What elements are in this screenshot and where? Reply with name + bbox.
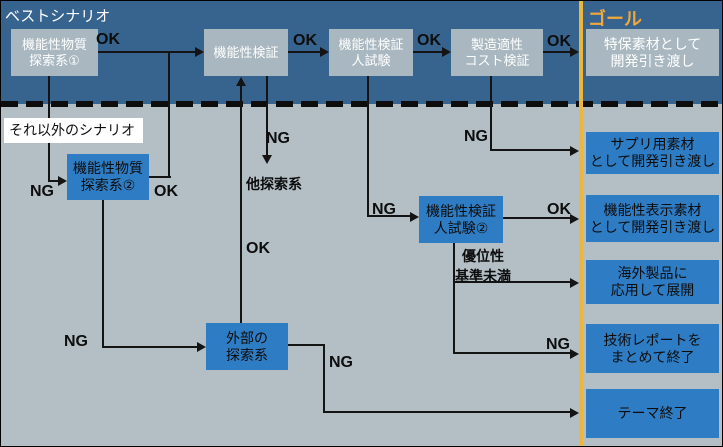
node-goal-report: 技術レポートを まとめて終了 xyxy=(586,324,719,373)
label-ok-trial-cost: OK xyxy=(417,32,441,49)
edge-verify-other xyxy=(266,76,268,157)
arrowhead-external-theme-end xyxy=(570,408,579,418)
node-goal-supplement: サプリ用素材 として開発引き渡し xyxy=(586,132,719,174)
edge-cost-down xyxy=(490,76,492,151)
arrowhead-search1-verify xyxy=(195,47,204,57)
arrowhead-external-verify xyxy=(236,77,246,86)
label-ng-cost-supplement: NG xyxy=(464,128,488,145)
edge-search2-ok-up xyxy=(168,52,170,178)
arrowhead-trial2-labeling xyxy=(570,214,579,224)
goal-title: ゴール xyxy=(588,9,642,29)
edge-verify-trial xyxy=(288,51,322,53)
edge-external-ng-down xyxy=(323,344,325,413)
label-ng-external-theme-end: NG xyxy=(329,354,353,371)
label-other-search: 他探索系 xyxy=(246,176,302,192)
edge-trial2-report xyxy=(453,352,571,354)
label-ok-verify-trial: OK xyxy=(293,32,317,49)
arrowhead-search1-search2 xyxy=(58,176,67,186)
arrowhead-verify-trial xyxy=(320,47,329,57)
goal-divider-line xyxy=(579,1,583,446)
edge-cost-tokuho xyxy=(543,51,577,53)
node-search2: 機能性物質 探索系② xyxy=(67,154,149,200)
arrowhead-trial-cost xyxy=(442,47,451,57)
edge-search2-down xyxy=(102,200,104,348)
arrowhead-verify-other xyxy=(262,155,272,164)
other-scenario-label: それ以外のシナリオ xyxy=(4,118,143,143)
label-ok-external-up: OK xyxy=(246,240,270,257)
node-external-search: 外部の 探索系 xyxy=(206,323,288,370)
scenario-divider-dashed-line xyxy=(1,101,722,107)
edge-search2-external xyxy=(102,346,198,348)
node-goal-labeling: 機能性表示素材 として開発引き渡し xyxy=(586,195,719,242)
node-human-trial2: 機能性検証 人試験② xyxy=(419,196,503,243)
edge-search2-ok-out xyxy=(149,176,171,178)
edge-trial2-down xyxy=(453,243,455,354)
node-goal-overseas: 海外製品に 応用して展開 xyxy=(586,260,719,304)
label-ok-search1-verify: OK xyxy=(96,31,120,48)
arrowhead-cost-tokuho xyxy=(570,47,579,57)
best-scenario-title: ベストシナリオ xyxy=(5,8,111,25)
label-ng-trial-trial2: NG xyxy=(372,201,396,218)
node-search1: 機能性物質 探索系① xyxy=(11,29,98,76)
node-cost-check: 製造適性 コスト検証 xyxy=(451,29,543,76)
label-ng-verify-other: NG xyxy=(266,130,290,147)
edge-external-ng-out xyxy=(288,344,325,346)
edge-trial-down xyxy=(367,76,369,217)
arrowhead-trial2-overseas xyxy=(570,278,579,288)
edge-search1-search2 xyxy=(48,180,60,182)
node-verify: 機能性検証 xyxy=(204,29,288,76)
label-ng-search1-search2: NG xyxy=(30,183,54,200)
node-goal-theme-end: テーマ終了 xyxy=(586,389,719,438)
node-goal-tokuho: 特保素材として 開発引き渡し xyxy=(586,29,719,76)
label-ng-search2-external: NG xyxy=(64,333,88,350)
edge-trial-cost xyxy=(413,51,444,53)
arrowhead-search2-external xyxy=(197,342,206,352)
edge-trial-trial2 xyxy=(367,215,411,217)
arrowhead-trial-trial2 xyxy=(410,212,419,222)
label-ok-trial2-labeling: OK xyxy=(547,201,571,218)
arrowhead-cost-supplement xyxy=(570,146,579,156)
edge-trial2-labeling xyxy=(503,217,571,219)
label-inferiority: 優位性 基準未満 xyxy=(455,248,511,284)
label-ok-cost-tokuho: OK xyxy=(547,33,571,50)
label-ng-trial2-report: NG xyxy=(546,336,570,353)
label-ok-search2-up: OK xyxy=(154,183,178,200)
edge-cost-supplement xyxy=(490,149,571,151)
edge-search1-verify xyxy=(98,51,196,53)
edge-external-theme-end xyxy=(323,411,571,413)
arrowhead-trial2-report xyxy=(570,349,579,359)
node-human-trial: 機能性検証 人試験 xyxy=(329,29,413,76)
edge-external-verify xyxy=(240,85,242,323)
edge-trial2-overseas xyxy=(453,281,571,283)
